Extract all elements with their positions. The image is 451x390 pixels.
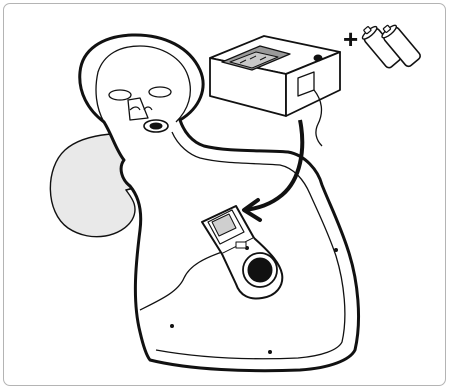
battery-icon xyxy=(359,21,422,69)
electronic-module xyxy=(210,36,340,146)
plus-symbol: + xyxy=(343,26,358,52)
